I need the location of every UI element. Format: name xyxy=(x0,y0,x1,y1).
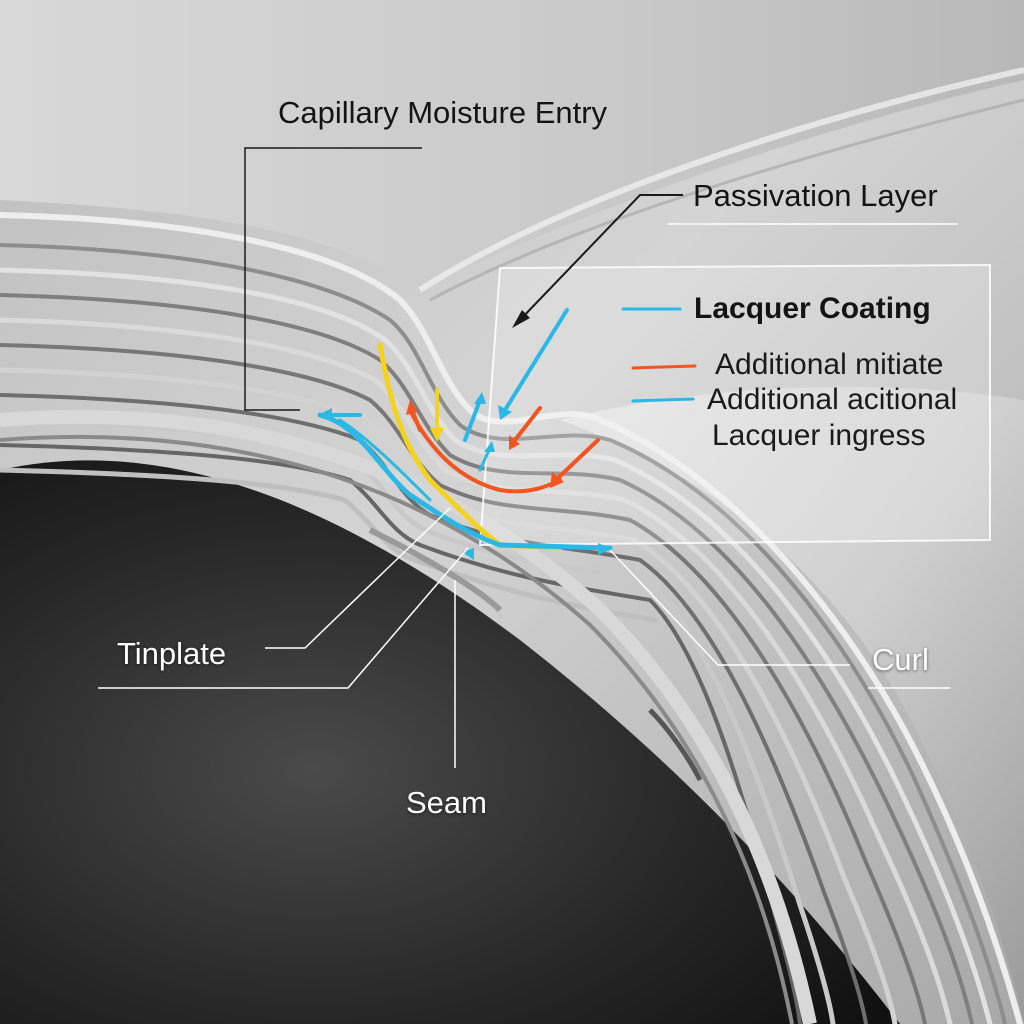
lid-surface xyxy=(0,0,1024,290)
arrow-blue-3-head xyxy=(484,441,495,452)
leader-capillary xyxy=(244,147,422,411)
legend-item-additional-mitiate: Additional mitiate xyxy=(715,348,944,381)
legend-swatch-additional-acitional xyxy=(631,397,695,403)
label-curl: Curl xyxy=(872,642,929,677)
inner-step-2 xyxy=(648,708,703,782)
legend-swatches xyxy=(621,307,697,403)
label-seam: Seam xyxy=(406,785,487,820)
additional-path xyxy=(408,408,562,494)
legend-item-additional-acitional: Additional acitional xyxy=(707,383,958,416)
arrow-blue-1-head xyxy=(498,405,512,420)
arrow-blue-2 xyxy=(463,398,482,442)
leader-lines xyxy=(98,147,958,768)
arrow-orange-1 xyxy=(513,406,542,442)
label-tinplate: Tinplate xyxy=(117,636,227,671)
arrows xyxy=(318,308,612,560)
leader-curl xyxy=(609,549,850,666)
leader-passivation-head xyxy=(512,310,530,328)
arrow-blue-1 xyxy=(503,308,569,412)
lid-shadow-line xyxy=(429,98,1024,302)
arrow-blue-left-head xyxy=(318,408,332,422)
arrow-orange-2 xyxy=(556,438,600,480)
legend-swatch-additional-mitiate xyxy=(631,364,697,370)
leader-passivation xyxy=(517,194,683,323)
inner-step xyxy=(368,527,503,613)
lacquer-path xyxy=(317,412,613,551)
ingress-paths xyxy=(317,342,613,551)
lid-highlight xyxy=(418,67,1024,293)
arrow-blue-2-head xyxy=(474,392,486,404)
inner-lip-shadow xyxy=(0,434,794,1024)
can-body-outer xyxy=(560,386,1024,1024)
label-capillary-moisture-entry: Capillary Moisture Entry xyxy=(278,95,608,130)
leader-tinplate-1 xyxy=(265,507,451,649)
arrow-orange-3 xyxy=(410,408,422,432)
arrow-yellow-head xyxy=(430,428,444,442)
arrow-orange-2-head xyxy=(550,472,564,488)
lacquer-path-2 xyxy=(338,418,432,502)
leader-tinplate-2 xyxy=(98,547,469,689)
can-interior xyxy=(0,460,900,1024)
moisture-path xyxy=(377,342,563,551)
label-passivation-layer: Passivation Layer xyxy=(693,178,938,213)
arrow-blue-right-head xyxy=(598,543,612,555)
arrow-orange-3-head xyxy=(406,400,418,415)
arrow-orange-1-head xyxy=(509,435,520,450)
legend-item-lacquer-coating: Lacquer Coating xyxy=(694,292,931,325)
legend-item-lacquer-ingress: Lacquer ingress xyxy=(712,419,926,452)
inner-lip xyxy=(0,409,817,1024)
